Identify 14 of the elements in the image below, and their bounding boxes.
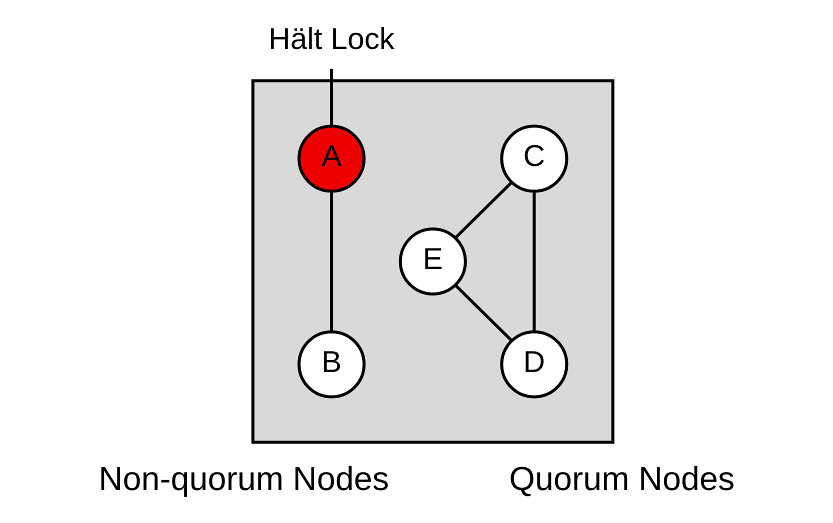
cluster <box>250 79 614 444</box>
node-circle: A <box>297 124 366 193</box>
node-circle: B <box>297 330 366 398</box>
label: Quorum Nodes <box>508 461 734 498</box>
node-circle: E <box>398 227 466 296</box>
label: Non-quorum Nodes <box>98 461 388 498</box>
node-circle: D <box>500 330 568 398</box>
connector <box>454 284 512 342</box>
connector <box>330 68 333 126</box>
node-circle: C <box>500 124 568 193</box>
connector <box>532 191 536 332</box>
node-text: Hält Lock <box>268 23 394 56</box>
connector <box>330 191 333 332</box>
connector <box>454 181 512 239</box>
